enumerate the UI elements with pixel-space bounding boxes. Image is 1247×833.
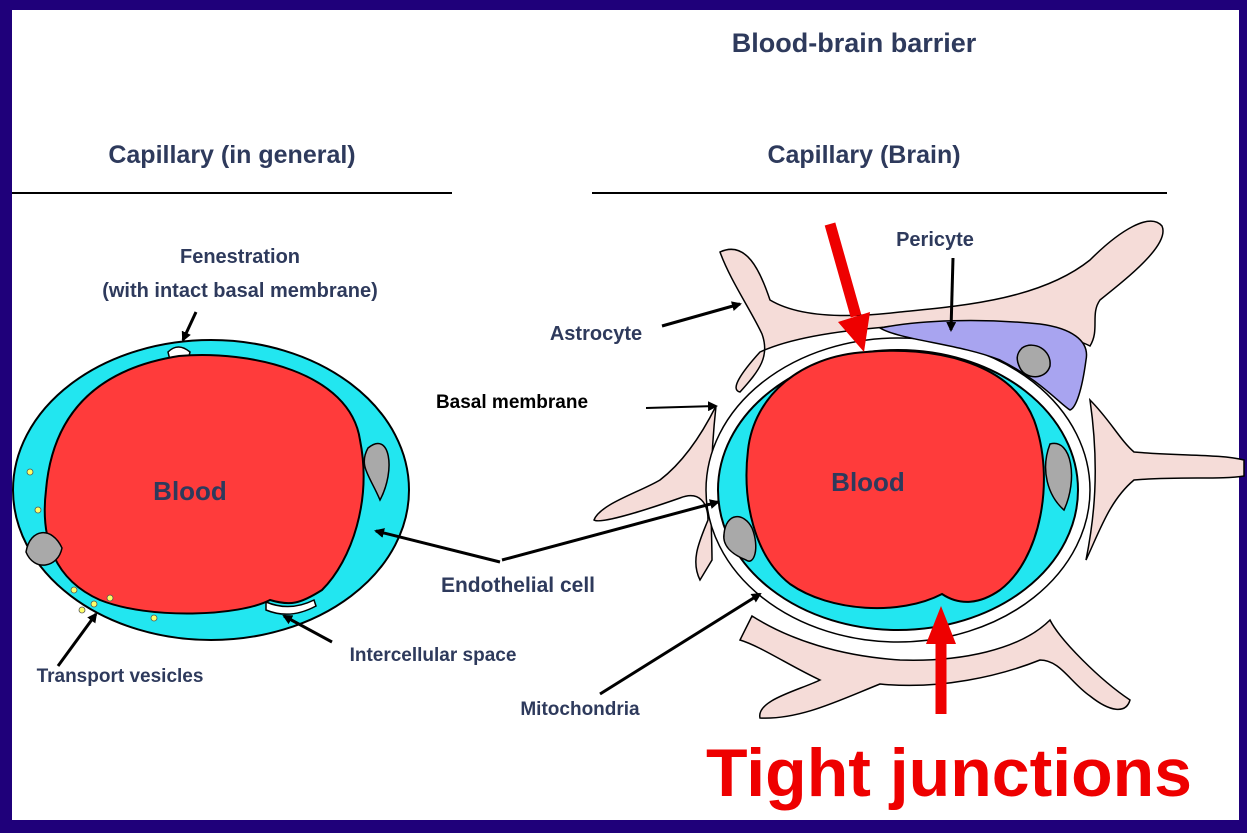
vesicle bbox=[27, 469, 33, 475]
pericyte-label: Pericyte bbox=[896, 229, 974, 251]
right-heading: Capillary (Brain) bbox=[767, 141, 960, 169]
astrocyte-arrow bbox=[662, 304, 740, 326]
brain-capillary bbox=[594, 221, 1244, 718]
vesicle bbox=[151, 615, 157, 621]
vesicle bbox=[79, 607, 85, 613]
intercellular-space-label: Intercellular space bbox=[350, 645, 517, 666]
astrocyte-right bbox=[1086, 400, 1244, 560]
endothelial-cell-label: Endothelial cell bbox=[441, 574, 595, 597]
vesicle bbox=[35, 507, 41, 513]
tight-junctions-callout: Tight junctions bbox=[706, 735, 1192, 811]
mitochondria-arrow bbox=[600, 594, 760, 694]
tight-junction-arrow-shaft bbox=[830, 224, 856, 316]
vesicle bbox=[107, 595, 113, 601]
mitochondria-label: Mitochondria bbox=[520, 699, 640, 720]
transport-vesicles-label: Transport vesicles bbox=[37, 666, 204, 687]
fenestration-label: Fenestration bbox=[180, 246, 300, 268]
pericyte-arrow bbox=[951, 258, 953, 330]
page-title: Blood-brain barrier bbox=[732, 28, 977, 58]
blood-label-left: Blood bbox=[153, 476, 227, 506]
transport-vesicles-arrow bbox=[58, 614, 96, 666]
fenestration-note: (with intact basal membrane) bbox=[102, 280, 378, 302]
astrocyte-left bbox=[594, 406, 716, 580]
basal-membrane-label: Basal membrane bbox=[436, 392, 588, 413]
vesicle bbox=[91, 601, 97, 607]
blood-label-right: Blood bbox=[831, 467, 905, 497]
basal-membrane-arrow bbox=[646, 406, 716, 408]
fenestration-arrow bbox=[183, 312, 196, 340]
astrocyte-label: Astrocyte bbox=[550, 323, 642, 345]
left-heading: Capillary (in general) bbox=[108, 141, 355, 169]
vesicle bbox=[71, 587, 77, 593]
